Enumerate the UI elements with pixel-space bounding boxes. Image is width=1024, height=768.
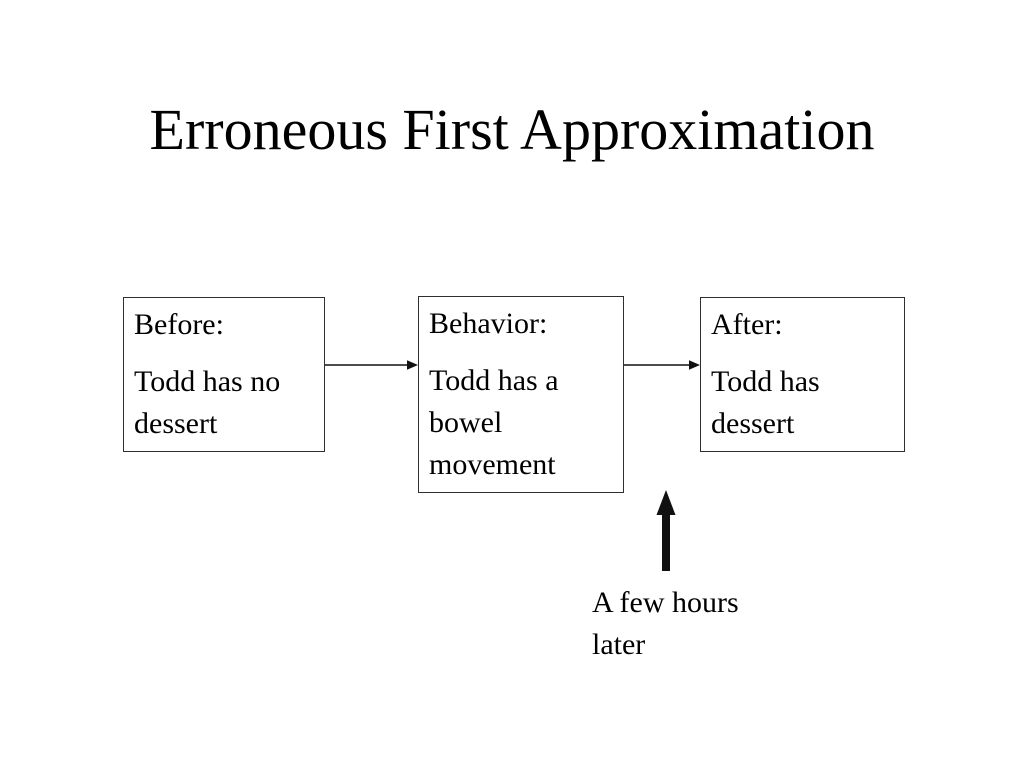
box-before: Before: Todd has no dessert <box>123 297 325 452</box>
box-behavior-body: Todd has a bowel movement <box>429 364 559 481</box>
box-after-body: Todd has dessert <box>711 365 820 440</box>
box-behavior-heading: Behavior: <box>429 307 548 340</box>
box-before-heading: Before: <box>134 308 224 341</box>
box-before-body: Todd has no dessert <box>134 365 281 440</box>
arrow-right-before-to-behavior-icon <box>325 360 418 370</box>
arrow-right-behavior-to-after-icon <box>624 360 700 370</box>
box-behavior: Behavior: Todd has a bowel movement <box>418 296 624 493</box>
arrow-up-hours-later-icon <box>656 490 676 571</box>
box-after-heading: After: <box>711 308 783 341</box>
slide-title: Erroneous First Approximation <box>149 97 875 162</box>
annotation-hours-later: A few hours later <box>592 586 739 661</box>
box-after: After: Todd has dessert <box>700 297 905 452</box>
